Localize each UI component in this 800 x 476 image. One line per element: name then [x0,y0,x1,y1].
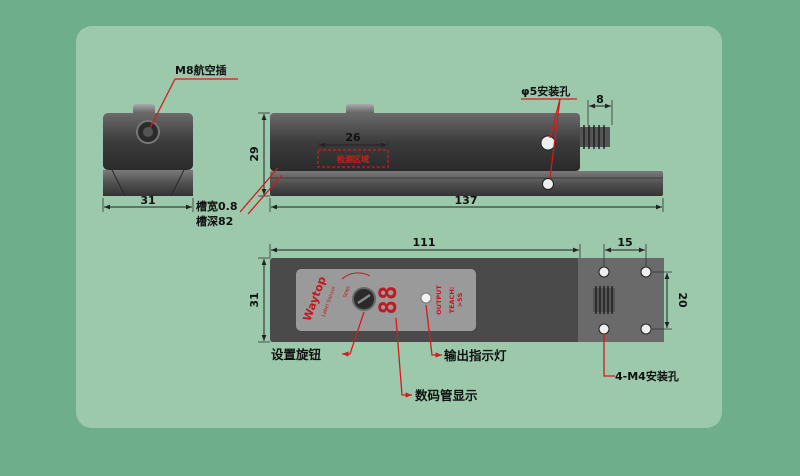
detection-area-box [317,149,389,168]
leader-knob [342,311,365,357]
callout-slot-depth: 槽深82 [196,214,233,228]
top-view: Waytop Label Sensor SENS 88 OUTPUT TEACH… [270,258,664,342]
callout-m4-holes: 4-M4安装孔 [615,369,679,383]
leader-display [395,317,412,398]
leader-phi5 [521,98,577,179]
side-view: 检测区域 [270,104,663,196]
digital-display: 88 [374,286,402,315]
side-base-rail [270,171,663,196]
side-top-cap [346,104,374,115]
side-body [270,113,580,171]
connector-pin-icon [143,127,153,137]
faceplate [296,269,476,331]
dim-top-height: 31 [248,292,261,307]
dim-connector-length: 8 [596,93,604,106]
mount-hole-lower-icon [542,178,554,190]
front-view [103,104,193,197]
output-label: OUTPUT [435,285,443,315]
m4-hole-icon [598,323,610,335]
dim-total-length: 137 [455,194,478,207]
knob-slot-icon [357,293,371,305]
dim-tail-length: 15 [617,236,632,249]
callout-slot-width: 槽宽0.8 [196,199,238,213]
side-connector-icon [580,125,610,149]
mount-hole-upper-icon [540,135,556,151]
m4-hole-icon [640,266,652,278]
teach-label: TEACH: [448,287,456,314]
output-led-icon [420,292,432,304]
front-top-cap [133,104,155,115]
detection-area-label: 检测区域 [337,154,369,164]
leader-slot [239,167,283,215]
knob-scale-label: SENS [342,285,352,298]
callout-digital-display: 数码管显示 [414,388,478,403]
front-base-chamfer [111,169,185,197]
dim-side-height: 29 [248,146,261,161]
dim-hole-spacing: 20 [676,292,689,308]
dim-top-length: 111 [413,236,436,249]
teach-value: >5S [456,292,464,307]
knob-arc-icon [341,272,371,280]
leader-m8 [149,78,238,129]
m4-hole-icon [640,323,652,335]
m4-hole-icon [598,266,610,278]
leader-m4 [603,334,615,377]
dim-front-width: 31 [140,194,155,207]
callout-mount-hole-phi5: φ5安装孔 [521,84,570,98]
top-connector-icon [593,286,615,314]
front-base [103,170,193,196]
leader-output [425,304,442,358]
dim-slot-length: 26 [345,131,361,144]
callout-output-indicator: 输出指示灯 [444,348,507,363]
callout-knob: 设置旋钮 [271,347,322,362]
callout-m8-connector: M8航空插 [175,63,227,77]
